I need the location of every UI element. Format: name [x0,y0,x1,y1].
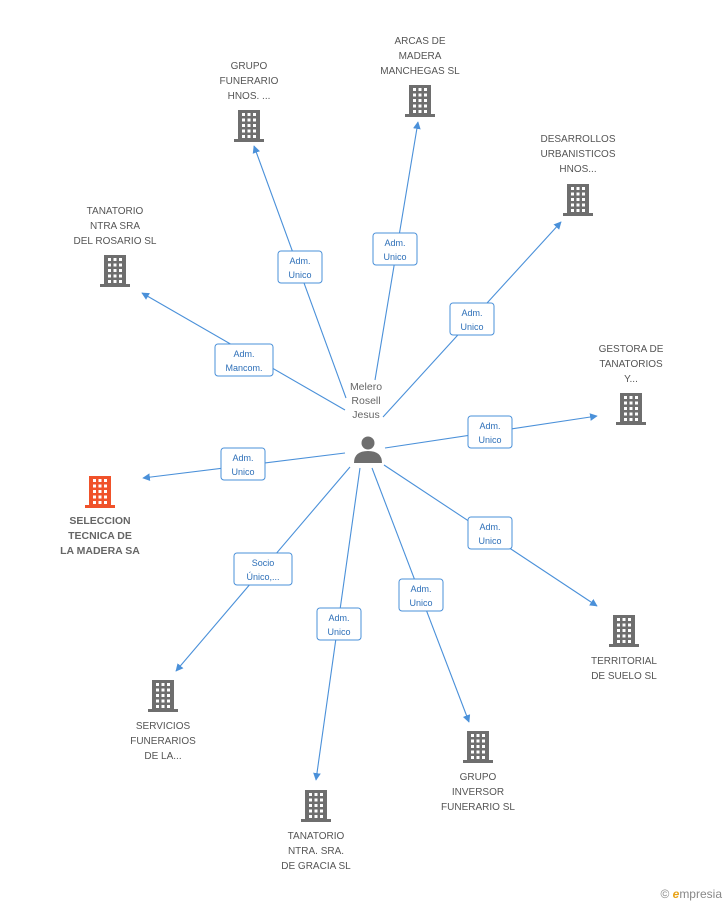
relation-badge-desarrollos[interactable]: Adm. Unico [449,302,495,336]
building-icon [85,476,115,508]
company-label: URBANISTICOS [540,149,615,160]
company-node-tanatorio-gracia[interactable]: TANATORIO NTRA. SRA. DE GRACIA SL [281,790,351,872]
company-label: TANATORIOS [599,359,663,370]
company-label: ARCAS DE [394,36,445,47]
person-icon [354,436,382,463]
relation-badge-grupo-funerario[interactable]: Adm. Unico [277,250,323,284]
company-label: DE SUELO SL [591,671,657,682]
relation-text: Adm. [289,256,310,266]
company-label: MADERA [399,51,442,62]
relation-box [277,250,323,284]
relation-text: Único,... [246,572,279,582]
company-label: FUNERARIO [220,76,279,87]
company-label: INVERSOR [452,787,504,798]
relation-box [467,415,513,449]
relation-text: Adm. [233,349,254,359]
relation-text: Adm. [232,453,253,463]
company-label: DEL ROSARIO SL [74,236,157,247]
building-icon [463,731,493,763]
brand-name: mpresia [679,887,722,901]
relation-text: Socio [252,558,275,568]
relation-text: Mancom. [225,363,262,373]
company-label: MANCHEGAS SL [380,66,460,77]
company-node-gestora[interactable]: GESTORA DE TANATORIOS Y... [599,344,664,425]
person-name: Melero [350,381,382,393]
building-icon [148,680,178,712]
relation-text: Adm. [461,308,482,318]
person-name: Rosell [351,395,380,407]
company-label: FUNERARIOS [130,736,196,747]
relation-badge-tanatorio-gracia[interactable]: Adm. Unico [316,607,362,641]
relation-box [467,516,513,550]
relation-box [398,578,444,612]
relation-text: Unico [288,270,311,280]
relation-badge-grupo-inversor[interactable]: Adm. Unico [398,578,444,612]
relation-badge-gestora[interactable]: Adm. Unico [467,415,513,449]
company-label: NTRA. SRA. [288,846,344,857]
relation-badge-seleccion[interactable]: Adm. Unico [220,447,266,481]
relation-box [233,552,293,586]
company-label: TECNICA DE [68,530,132,542]
building-icon [301,790,331,822]
building-icon [609,615,639,647]
relation-badge-servicios[interactable]: SocioÚnico,... [233,552,293,586]
relation-text: Unico [383,252,406,262]
relation-text: Adm. [410,584,431,594]
relation-box [316,607,362,641]
person-name: Jesus [352,409,379,421]
building-icon [616,393,646,425]
company-node-grupo-inversor[interactable]: GRUPO INVERSOR FUNERARIO SL [441,731,515,813]
company-label: Y... [624,374,638,385]
company-label: TANATORIO [87,206,144,217]
relation-text: Unico [409,598,432,608]
relation-text: Adm. [479,522,500,532]
company-label: HNOS. ... [228,91,271,102]
relation-text: Unico [478,536,501,546]
company-label: SELECCION [69,515,130,527]
empresia-watermark: © empresia [660,887,722,901]
building-icon [405,85,435,117]
company-label: HNOS... [559,164,596,175]
company-label: GRUPO [460,772,497,783]
building-icon [563,184,593,216]
relation-text: Unico [460,322,483,332]
relation-badge-tanatorio-rosario[interactable]: Adm. Mancom. [214,343,274,377]
relation-text: Unico [327,627,350,637]
relation-badge-territorial[interactable]: Adm. Unico [467,516,513,550]
relation-box [449,302,495,336]
building-icon [100,255,130,287]
relation-box [220,447,266,481]
relation-box [372,232,418,266]
company-label: NTRA SRA [90,221,140,232]
copyright-symbol: © [660,887,670,901]
company-label: GRUPO [231,61,268,72]
company-node-desarrollos[interactable]: DESARROLLOS URBANISTICOS HNOS... [540,134,616,216]
company-label: TANATORIO [288,831,345,842]
company-label: TERRITORIAL [591,656,657,667]
company-label: LA MADERA SA [60,545,140,557]
company-node-arcas-madera[interactable]: ARCAS DE MADERA MANCHEGAS SL [380,36,460,117]
relation-box [214,343,274,377]
relation-text: Adm. [479,421,500,431]
relation-badge-arcas-madera[interactable]: Adm. Unico [372,232,418,266]
relation-text: Adm. [328,613,349,623]
company-node-grupo-funerario[interactable]: GRUPO FUNERARIO HNOS. ... [220,61,279,142]
building-icon [234,110,264,142]
company-label: SERVICIOS [136,721,191,732]
company-label: DE LA... [144,751,181,762]
company-label: GESTORA DE [599,344,664,355]
company-node-territorial[interactable]: TERRITORIAL DE SUELO SL [591,615,657,682]
company-node-tanatorio-rosario[interactable]: TANATORIO NTRA SRA DEL ROSARIO SL [74,206,157,287]
company-label: FUNERARIO SL [441,802,515,813]
company-node-servicios[interactable]: SERVICIOS FUNERARIOS DE LA... [130,680,196,762]
relation-text: Adm. [384,238,405,248]
relation-text: Unico [478,435,501,445]
relation-text: Unico [231,467,254,477]
brand-initial: e [672,887,680,901]
company-label: DESARROLLOS [540,134,615,145]
company-node-seleccion[interactable]: SELECCION TECNICA DE LA MADERA SA [60,476,140,557]
company-label: DE GRACIA SL [281,861,351,872]
